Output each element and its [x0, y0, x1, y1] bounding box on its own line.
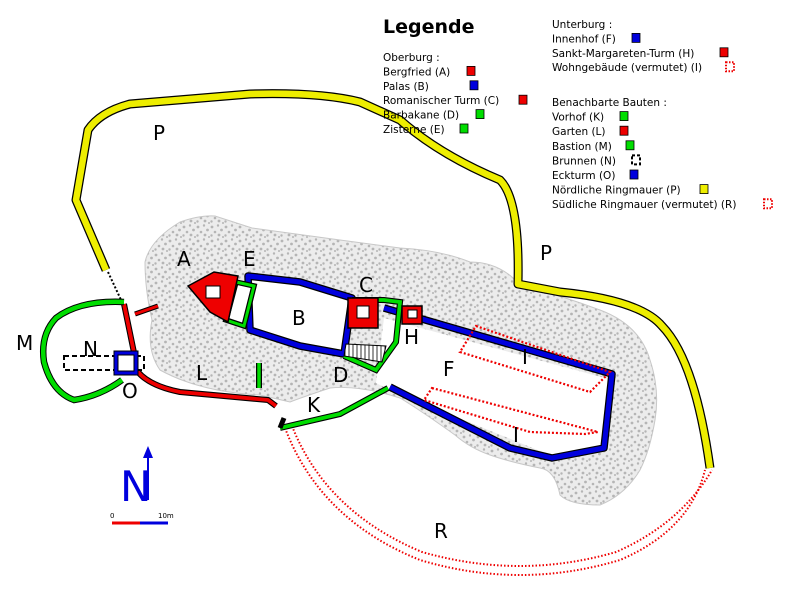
southern-ring-wall-r [284, 427, 706, 576]
barbican-stairs [343, 343, 387, 363]
legend-item-romanischer-turm-c: Romanischer Turm (C) [383, 95, 499, 107]
legend-heading-benachbarte-bauten: Benachbarte Bauten : [552, 97, 667, 109]
legend-swatch-romanischer-turm-c [518, 94, 528, 105]
legend-item-sankt-margareten-turm-h: Sankt-Margareten-Turm (H) [552, 48, 694, 60]
residential-building-i-north [458, 324, 613, 394]
legend-item-n-rdliche-ringmauer-p: Nördliche Ringmauer (P) [552, 185, 681, 197]
legend-swatch-bastion-m [625, 140, 635, 151]
forecourt-wall-k-end [277, 417, 287, 429]
northern-ring-wall-p-fill [72, 90, 714, 469]
legend-swatch-brunnen-n [631, 154, 641, 166]
garden-wall-l-fill [122, 303, 278, 408]
legend-item-bastion-m: Bastion (M) [552, 141, 612, 153]
forecourt-wall-k-fill [279, 386, 389, 430]
st-margaret-tower-h-interior [407, 309, 418, 319]
bastion-m-fill [41, 299, 125, 403]
label-c: C [359, 273, 373, 297]
scale-end: 10m [158, 512, 174, 520]
legend-swatch-bergfried-a [466, 66, 476, 76]
northern-ring-wall-gap [107, 271, 123, 303]
label-h: H [404, 325, 419, 349]
legend-swatch-n-rdliche-ringmauer-p [699, 184, 709, 195]
romanesque-tower-c-interior [356, 305, 370, 319]
legend-item-palas-b: Palas (B) [383, 81, 429, 93]
corner-tower-o [113, 350, 139, 376]
legend-swatch-barbakane-d [475, 109, 485, 119]
label-a: A [177, 247, 191, 271]
legend-item-brunnen-n: Brunnen (N) [552, 155, 616, 167]
legend-swatch-sankt-margareten-turm-h [719, 47, 729, 58]
legend-swatch-garten-l [619, 125, 629, 136]
legend-item-innenhof-f: Innenhof (F) [552, 33, 616, 45]
label-m: M [16, 331, 33, 355]
legend-item-wohngeb-ude-vermutet-i: Wohngebäude (vermutet) (I) [552, 62, 702, 74]
legend-item-vorhof-k: Vorhof (K) [552, 112, 604, 124]
legend: Legende Oberburg : Bergfried (A) Palas (B)… [383, 16, 773, 211]
label-i-north: I [522, 345, 528, 369]
label-b: B [292, 306, 306, 330]
legend-swatch-eckturm-o [629, 169, 639, 180]
label-e: E [243, 247, 256, 271]
legend-title: Legende [383, 16, 475, 38]
legend-swatch-innenhof-f [631, 33, 641, 43]
legend-swatch-s-dliche-ringmauer-vermutet-r [763, 198, 773, 210]
legend-swatch-vorhof-k [619, 111, 629, 121]
scale-bar: 0 10m [110, 512, 174, 525]
legend-item-bergfried-a: Bergfried (A) [383, 66, 450, 78]
label-k: K [307, 393, 321, 417]
legend-item-garten-l: Garten (L) [552, 126, 606, 138]
garden-wall-stub-fill [134, 304, 159, 316]
label-d: D [333, 363, 348, 387]
residential-building-i-south [422, 386, 599, 436]
legend-heading-oberburg: Oberburg : [383, 52, 440, 64]
label-f: F [443, 357, 455, 381]
corner-tower-o-fill [114, 351, 138, 375]
legend-heading-unterburg: Unterburg : [552, 19, 612, 31]
label-i-south: I [513, 423, 519, 447]
north-arrow-letter: N [120, 462, 151, 511]
inner-courtyard-wall-f-fill [383, 305, 615, 461]
legend-swatch-palas-b [469, 80, 479, 91]
label-l: L [196, 361, 208, 385]
legend-swatch-zisterne-e [459, 123, 469, 134]
label-n: N [83, 337, 98, 361]
label-p-north: P [153, 121, 165, 145]
legend-item-s-dliche-ringmauer-vermutet-r: Südliche Ringmauer (vermutet) (R) [552, 199, 736, 211]
legend-swatch-wohngeb-ude-vermutet-i [725, 61, 735, 73]
scale-start: 0 [110, 512, 114, 520]
southern-ring-wall-r-inner [291, 425, 713, 567]
label-p-east: P [540, 241, 552, 265]
legend-item-zisterne-e: Zisterne (E) [383, 124, 445, 136]
keep-a-interior [205, 285, 221, 299]
legend-item-barbakane-d: Barbakane (D) [383, 110, 459, 122]
north-arrow: N [120, 446, 153, 511]
label-r: R [434, 519, 448, 543]
label-o: O [122, 379, 138, 403]
legend-item-eckturm-o: Eckturm (O) [552, 170, 615, 182]
